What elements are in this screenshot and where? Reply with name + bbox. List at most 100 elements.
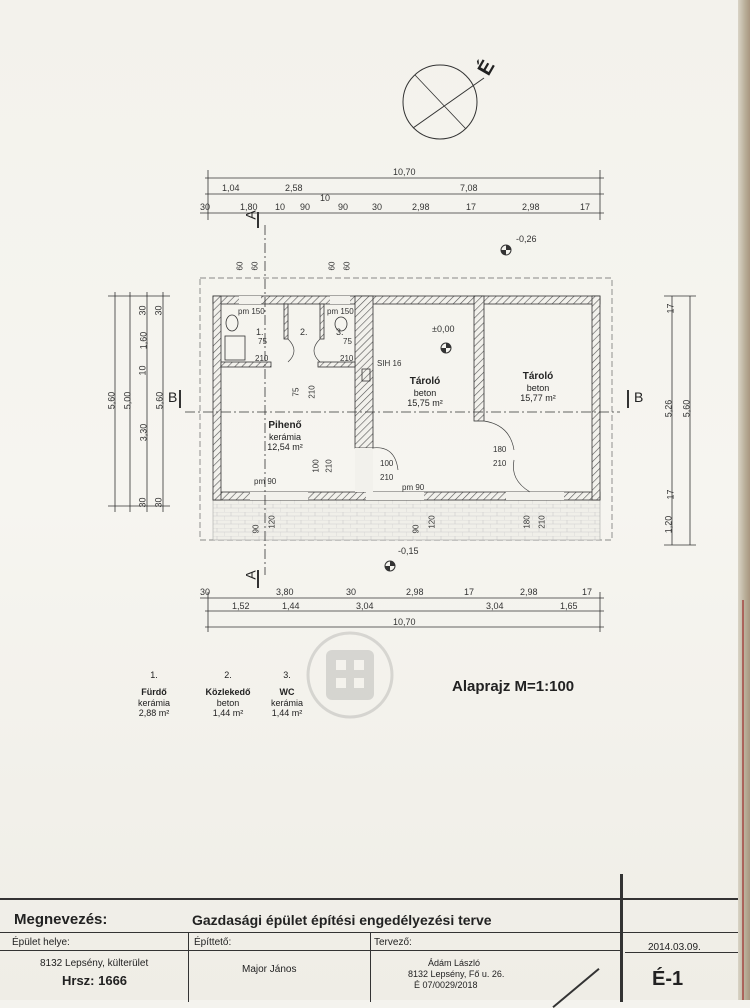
tervezo-address: 8132 Lepsény, Fő u. 26.	[408, 969, 505, 979]
megnevezes-value: Gazdasági épület építési engedélyezési t…	[192, 912, 492, 928]
opening-label: 60	[327, 261, 337, 271]
legend-item: 1. Fürdő kerámia 2,88 m²	[119, 670, 189, 719]
title-block-divider	[0, 950, 620, 951]
room-lounge: Pihenő kerámia 12,54 m²	[255, 420, 315, 452]
dim-bot-2-1: 1,52	[232, 601, 250, 611]
dim-bot-1-5: 17	[464, 587, 475, 597]
dim-top-3-6: 90	[338, 202, 349, 212]
room-storage-2-area: 15,77 m²	[520, 392, 556, 403]
dim-bot-2-3: 3,04	[356, 601, 374, 611]
dim-top-3-8: 2,98	[412, 202, 430, 212]
opening-label: 210	[493, 459, 507, 468]
floor-plan-drawing	[108, 64, 696, 719]
dim-bot-2-4: 3,04	[486, 601, 504, 611]
opening-label: 60	[235, 261, 245, 271]
tervezo-name: Ádám László	[428, 958, 481, 968]
legend-num: 3.	[283, 670, 291, 680]
opening-label: 180	[493, 445, 507, 454]
opening-label: 60	[342, 261, 352, 271]
opening-label: 210	[537, 515, 547, 529]
room-storage-1-name: Tároló	[409, 376, 441, 387]
room-storage-2: Tároló beton 15,77 m²	[508, 371, 568, 403]
legend-item: 2. Közlekedő beton 1,44 m²	[193, 670, 263, 719]
room-storage-1-area: 15,75 m²	[407, 397, 443, 408]
legend-area: 1,44 m²	[271, 708, 303, 719]
epitteto-label: Építtető:	[194, 937, 232, 948]
room-1-number: 1.	[256, 327, 264, 337]
opening-label: 90	[251, 524, 261, 534]
room-3-number: 3.	[336, 327, 344, 337]
dim-top-3-4: 90	[300, 202, 311, 212]
room-storage-1-floor: beton	[413, 387, 437, 398]
dim-top-total: 10,70	[393, 167, 416, 177]
paving-area	[212, 499, 601, 541]
dim-bot-2-2: 1,44	[282, 601, 300, 611]
room-storage-2-floor: beton	[526, 382, 550, 393]
dim-left-inner-2: 1,60	[138, 331, 149, 350]
dim-top-3-2: 1,80	[240, 202, 258, 212]
title-block-divider	[188, 932, 189, 1002]
room-storage-2-name: Tároló	[522, 371, 554, 382]
opening-label: 180	[522, 515, 532, 529]
epulet-helye-label: Épület helye:	[12, 937, 70, 948]
section-lines	[179, 212, 629, 588]
site-outline	[199, 277, 613, 541]
opening-label: pm 90	[254, 477, 277, 486]
room-2-number: 2.	[300, 327, 308, 337]
opening-label: 120	[267, 515, 277, 529]
door-swings	[287, 338, 531, 493]
title-block-divider	[552, 967, 600, 1008]
dim-bot-1-7: 17	[582, 587, 593, 597]
room-lounge-floor: kerámia	[268, 431, 301, 442]
opening-label: 210	[307, 385, 317, 399]
sheet-number: É-1	[652, 968, 684, 990]
level-bottom: -0,15	[398, 546, 419, 556]
opening-label: 100	[311, 459, 321, 473]
dim-left-third-2: 5,60	[154, 391, 165, 410]
legend-num: 1.	[150, 670, 158, 680]
dim-top-3-5: 10	[320, 193, 331, 203]
opening-label: 60	[250, 261, 260, 271]
dim-top-3-9: 17	[466, 202, 477, 212]
dim-bot-1-1: 30	[200, 587, 211, 597]
legend-num: 2.	[224, 670, 232, 680]
top-dimension-lines	[200, 170, 604, 220]
legend-floor: kerámia	[270, 697, 303, 708]
opening-label: 75	[343, 337, 352, 346]
legend-name: Fürdő	[141, 686, 167, 697]
dim-right-4: 1,20	[663, 515, 674, 534]
room-storage-1: Tároló beton 15,75 m²	[395, 376, 455, 408]
section-mark-b-right: B	[634, 389, 644, 405]
dim-left-inner-1: 30	[137, 305, 148, 316]
dim-bot-1-2: 3,80	[276, 587, 294, 597]
section-mark-b-left: B	[168, 389, 178, 405]
megnevezes-label: Megnevezés:	[14, 911, 108, 928]
dim-right-1: 17	[665, 303, 676, 314]
right-dimension-lines	[664, 295, 696, 546]
title-block-divider	[620, 874, 623, 1002]
opening-label: 100	[380, 459, 394, 468]
section-mark-a-bottom: A	[242, 570, 259, 580]
dim-bot-1-3: 30	[346, 587, 357, 597]
level-top-right: -0,26	[516, 234, 537, 244]
opening-label: 210	[324, 459, 334, 473]
dim-left-inner-4: 3,30	[138, 423, 149, 442]
title-block: Megnevezés: Gazdasági épület építési eng…	[0, 874, 738, 1008]
room-lounge-area: 12,54 m²	[267, 441, 303, 452]
dim-right-2: 5,26	[663, 399, 674, 418]
wall-openings	[239, 296, 564, 500]
opening-label: 120	[427, 515, 437, 529]
opening-label: 210	[340, 354, 354, 363]
dim-bot-total: 10,70	[393, 617, 416, 627]
legend-floor: beton	[216, 697, 240, 708]
paper-edge	[738, 0, 750, 1000]
scale-title: Alaprajz M=1:100	[452, 678, 575, 695]
dim-top-2-2: 2,58	[285, 183, 303, 193]
dim-top-3-7: 30	[372, 202, 383, 212]
bottom-dimension-lines	[200, 592, 604, 632]
legend-floor: kerámia	[137, 697, 170, 708]
dim-bot-2-5: 1,65	[560, 601, 578, 611]
watermark-seal	[306, 631, 394, 719]
dim-top-2-1: 1,04	[222, 183, 240, 193]
opening-label: SIH 16	[377, 359, 402, 368]
